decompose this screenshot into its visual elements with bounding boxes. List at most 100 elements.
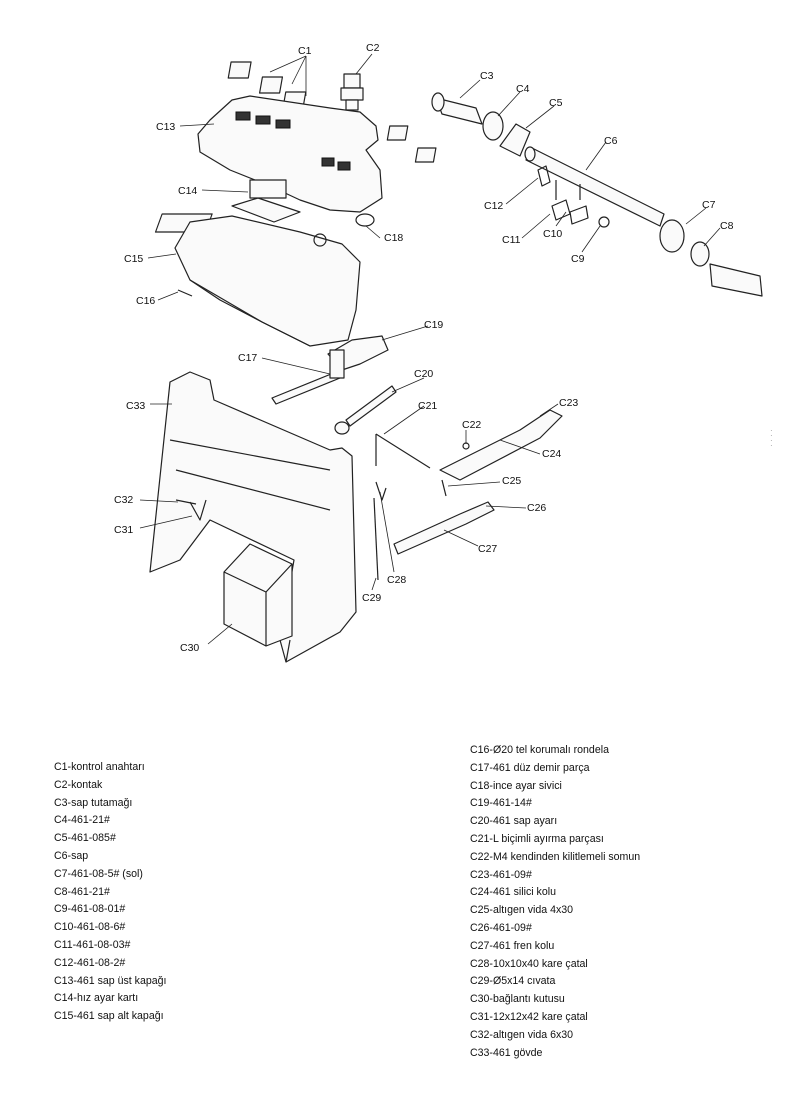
- callout-label: C19: [424, 319, 443, 331]
- legend-item: C19-461-14#: [470, 797, 532, 810]
- legend-item: C13-461 sap üst kapağı: [54, 974, 167, 987]
- ring-part: [690, 241, 710, 267]
- legend-item: C22-M4 kendinden kilitlemeli somun: [470, 850, 641, 863]
- handle-upper-cover-part: [197, 95, 383, 213]
- parts-legend-left: C1-kontrol anahtarı C2-kontak C3-sap tut…: [54, 759, 167, 1026]
- legend-item: C27-461 fren kolu: [470, 939, 555, 952]
- legend-item: C4-461-21#: [54, 814, 110, 827]
- callout-label: C6: [604, 135, 618, 147]
- callout-label: C1: [298, 45, 312, 57]
- callout-label: C3: [480, 70, 494, 82]
- callout-label: C15: [124, 253, 143, 265]
- handle-adjust-part: [334, 385, 397, 435]
- callout-label: C17: [238, 352, 257, 364]
- callout-label: C14: [178, 185, 197, 197]
- legend-item: C12-461-08-2#: [54, 956, 126, 969]
- callout-label: C23: [559, 397, 578, 409]
- cover-display-part: [235, 111, 351, 171]
- legend-item: C3-sap tutamağı: [54, 796, 133, 809]
- left-collar-part: [659, 219, 685, 253]
- legend-item: C18-ince ayar sivici: [470, 779, 562, 792]
- legend-item: C30-bağlantı kutusu: [470, 993, 565, 1006]
- callout-label: C7: [702, 199, 716, 211]
- callout-label: C21: [418, 400, 437, 412]
- handle-wheel-part: [482, 111, 504, 141]
- callout-label: C29: [362, 592, 381, 604]
- legend-item: C31-12x12x42 kare çatal: [470, 1010, 588, 1023]
- small-washer-part: [598, 216, 610, 228]
- junction-box-part: [223, 543, 293, 647]
- legend-item: C32-altıgen vida 6x30: [470, 1028, 574, 1041]
- lower-cover-edge: [189, 279, 311, 347]
- legend-item: C2-kontak: [54, 778, 103, 791]
- callout-labels: C1 C2 C3 C4 C5 C6 C7 C8 C9 C10 C11 C12 C…: [114, 42, 734, 654]
- legend-item: C8-461-21#: [54, 885, 110, 898]
- legend-item: C25-altıgen vida 4x30: [470, 904, 574, 917]
- right-grip-part: [709, 263, 763, 297]
- hex-screw-part-c32: [175, 499, 197, 505]
- control-switch-part: [227, 61, 437, 163]
- legend-item: C23-461-09#: [470, 868, 532, 881]
- callout-label: C31: [114, 524, 133, 536]
- callout-label: C28: [387, 574, 406, 586]
- legend-item: C10-461-08-6#: [54, 921, 126, 934]
- fine-adjust-switch-part: [355, 213, 375, 227]
- handle-grip-part: [431, 92, 483, 125]
- bolt-part: [373, 497, 379, 581]
- handle-collar-part: [499, 123, 531, 157]
- callout-label: C33: [126, 400, 145, 412]
- exploded-parts-diagram: C1 C2 C3 C4 C5 C6 C7 C8 C9 C10 C11 C12 C…: [114, 42, 763, 663]
- leader-lines: [139, 53, 721, 645]
- callout-label: C4: [516, 83, 530, 95]
- callout-label: C9: [571, 253, 585, 265]
- legend-item: C14-hız ayar kartı: [54, 992, 139, 1005]
- l-shaped-separator-part: [375, 433, 431, 469]
- washer-pin-part: [177, 289, 193, 297]
- wiper-lever-part: [439, 409, 563, 481]
- callout-label: C16: [136, 295, 155, 307]
- parts-legend-right: C16-Ø20 tel korumalı rondela C17-461 düz…: [470, 742, 640, 1062]
- callout-label: C2: [366, 42, 380, 54]
- callout-label: C11: [502, 234, 521, 246]
- key-contact-part: [340, 73, 364, 111]
- legend-item: C5-461-085#: [54, 832, 116, 845]
- small-bracket-parts: [537, 165, 589, 225]
- callout-label: C20: [414, 368, 433, 380]
- legend-item: C29-Ø5x14 cıvata: [470, 975, 556, 988]
- legend-item: C17-461 düz demir parça: [470, 761, 590, 774]
- callout-label: C25: [502, 475, 521, 487]
- legend-item: C6-sap: [54, 849, 89, 862]
- legend-item: C33-461 gövde: [470, 1046, 543, 1059]
- callout-label: C18: [384, 232, 403, 244]
- legend-item: C11-461-08-03#: [54, 938, 131, 951]
- brake-lever-part: [393, 501, 495, 555]
- callout-label: C13: [156, 121, 175, 133]
- callout-label: C10: [543, 228, 562, 240]
- handle-lower-cover-part: [174, 215, 361, 347]
- legend-item: C21-L biçimli ayırma parçası: [470, 832, 604, 845]
- legend-item: C26-461-09#: [470, 921, 532, 934]
- callout-label: C24: [542, 448, 561, 460]
- legend-item: C9-461-08-01#: [54, 903, 126, 916]
- margin-dots: ····: [770, 426, 773, 450]
- square-fork-part-c31: [189, 499, 207, 521]
- square-fork-part: [375, 481, 387, 501]
- legend-item: C15-461 sap alt kapağı: [54, 1010, 164, 1023]
- lower-cover-boss: [313, 233, 327, 247]
- callout-label: C5: [549, 97, 563, 109]
- callout-label: C32: [114, 494, 133, 506]
- flat-iron-bar-part: [271, 349, 345, 405]
- legend-item: C1-kontrol anahtarı: [54, 761, 145, 773]
- callout-label: C12: [484, 200, 503, 212]
- callout-label: C30: [180, 642, 199, 654]
- callout-label: C8: [720, 220, 734, 232]
- main-body-part: [149, 371, 357, 663]
- handle-shaft-part: [524, 146, 665, 227]
- legend-item: C20-461 sap ayarı: [470, 815, 558, 828]
- legend-item: C28-10x10x40 kare çatal: [470, 957, 588, 970]
- callout-label: C26: [527, 502, 546, 514]
- legend-item: C7-461-08-5# (sol): [54, 867, 143, 880]
- callout-label: C22: [462, 419, 481, 431]
- legend-item: C24-461 silici kolu: [470, 886, 556, 899]
- legend-item: C16-Ø20 tel korumalı rondela: [470, 744, 609, 756]
